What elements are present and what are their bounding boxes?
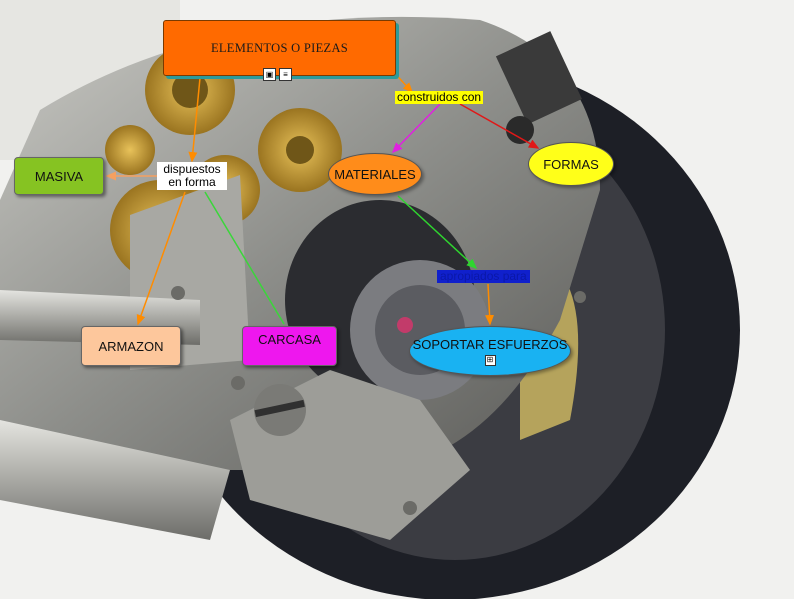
node-formas-label: FORMAS bbox=[543, 156, 599, 172]
link-label-construidos-con[interactable]: construidos con bbox=[395, 90, 484, 104]
link-label-dispuestos-en-forma[interactable]: dispuestos en forma bbox=[157, 162, 227, 190]
node-armazon-label: ARMAZON bbox=[98, 338, 164, 354]
node-masiva[interactable]: MASIVA bbox=[14, 157, 104, 195]
image-icon[interactable]: ▣ bbox=[263, 68, 276, 81]
node-elementos-o-piezas[interactable]: ELEMENTOS O PIEZAS bbox=[163, 20, 396, 76]
node-soportar-esfuerzos[interactable]: SOPORTAR ESFUERZOS ⊞ bbox=[409, 326, 571, 376]
node-carcasa[interactable]: CARCASA bbox=[242, 326, 337, 366]
link-label-apropiados-para[interactable]: apropiados para bbox=[437, 270, 530, 283]
node-masiva-label: MASIVA bbox=[34, 168, 84, 184]
node-materiales-label: MATERIALES bbox=[334, 166, 416, 182]
submap-icon[interactable]: ⊞ bbox=[484, 354, 496, 366]
node-armazon[interactable]: ARMAZON bbox=[81, 326, 181, 366]
node-elementos-label: ELEMENTOS O PIEZAS bbox=[210, 40, 349, 55]
node-soportar-label: SOPORTAR ESFUERZOS bbox=[412, 336, 568, 352]
node-elementos-icons: ▣ ≡ bbox=[263, 68, 292, 81]
node-carcasa-label: CARCASA bbox=[258, 332, 321, 347]
node-materiales[interactable]: MATERIALES bbox=[328, 153, 422, 195]
node-formas[interactable]: FORMAS bbox=[528, 142, 614, 186]
note-icon[interactable]: ≡ bbox=[279, 68, 292, 81]
